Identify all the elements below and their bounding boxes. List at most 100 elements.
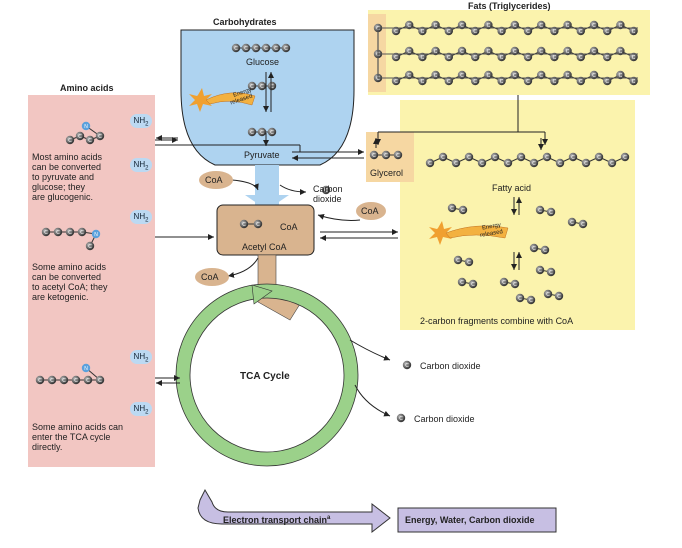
carbon-atom-symbol: C (493, 155, 497, 161)
carbon-atom (523, 26, 533, 36)
glycerol-label: Glycerol (370, 168, 404, 178)
carbon-atom-symbol: C (538, 208, 542, 214)
carbon-atom (484, 20, 493, 30)
amino-group-label: NH2 (130, 210, 152, 224)
carbon-atom-symbol: C (394, 29, 398, 35)
carbon-atom-symbol: C (549, 210, 553, 216)
carbon-atom-symbol: C (434, 49, 438, 55)
carbon-atom-symbol: C (396, 153, 400, 159)
carbon-atom-symbol: C (579, 79, 583, 85)
carbon-atom-symbol: C (473, 55, 477, 61)
carbon-atom (261, 43, 271, 53)
carbon-atom (567, 217, 577, 227)
carbon-atom-symbol: C (407, 73, 411, 79)
carbon-atom (629, 52, 638, 62)
energy-burst-icon (189, 88, 256, 112)
carbon-atom (581, 158, 591, 168)
carbon-atom-symbol: C (460, 280, 464, 286)
carbon-atom (267, 127, 277, 137)
carbon-atom-symbol: C (592, 23, 596, 29)
carbon-atom (563, 46, 572, 56)
carbon-atom (620, 152, 630, 162)
tca-entry-line1: Some amino acids can (32, 422, 124, 432)
carbon-atom-symbol: C (254, 46, 258, 52)
carbon-atom-symbol: C (434, 23, 438, 29)
carbon-atom (616, 70, 625, 80)
carbon-atom (444, 26, 453, 36)
carbon-atom-symbol: C (460, 73, 464, 79)
carbon-atom-symbol: C (260, 130, 264, 136)
carbon-atom (418, 76, 427, 86)
amino-group-label: NH2 (130, 402, 152, 416)
carbon-atom (594, 152, 604, 162)
carbon-atom (568, 152, 578, 162)
carbon-atom (241, 43, 251, 53)
co2-tca-label-2: Carbon dioxide (414, 414, 475, 424)
carbon-atom-symbol: C (571, 155, 575, 161)
carbon-atom (405, 20, 414, 30)
carbon-atom (471, 76, 480, 86)
carbon-atom-symbol: C (500, 55, 504, 61)
carbon-atom-symbol: C (44, 230, 48, 236)
carbon-atom (603, 52, 612, 62)
final-products-label: Energy, Water, Carbon dioxide (405, 515, 535, 525)
coa-oval-fat (356, 202, 386, 220)
electron-transport-label: Electron transport chaina (223, 515, 331, 525)
carbon-atom (503, 158, 513, 168)
carbon-atom (391, 52, 401, 62)
carbon-atom-symbol: C (467, 260, 471, 266)
carbon-atom-symbol: C (460, 23, 464, 29)
pyruvate-label: Pyruvate (244, 150, 280, 160)
carbon-atom (546, 267, 556, 277)
carbon-atom-symbol: C (473, 79, 477, 85)
carbon-atom (629, 76, 638, 86)
carbon-atom (516, 152, 526, 162)
carbon-atom-symbol: C (86, 378, 90, 384)
carbon-atom (447, 203, 457, 213)
carbon-atom (563, 70, 572, 80)
carbon-atom-symbol: C (513, 282, 517, 288)
carbon-atom-symbol: C (407, 49, 411, 55)
amino-group-label: NH2 (130, 350, 152, 364)
carbon-atom (438, 152, 448, 162)
carbon-atom (576, 26, 585, 36)
carbon-atom-symbol: C (566, 49, 570, 55)
carbon-atom-symbol: C (98, 378, 102, 384)
carbon-atom-symbol: C (557, 294, 561, 300)
carbon-atom (77, 227, 87, 237)
carbon-atom (589, 46, 599, 56)
fragments-label: 2-carbon fragments combine with CoA (420, 316, 574, 326)
pyruvate-shaft-arrow (245, 195, 289, 210)
carbon-atom (47, 375, 57, 385)
carbon-atom (369, 150, 379, 160)
carbon-atom (537, 70, 546, 80)
carbon-atom-symbol: C (434, 73, 438, 79)
carbon-atom-symbol: C (570, 220, 574, 226)
carbon-atom-symbol: C (250, 84, 254, 90)
co2-carbon-atom (402, 360, 412, 370)
carbon-atom (71, 375, 81, 385)
tca-cycle-label: TCA Cycle (240, 371, 290, 382)
glucogenic-line2: can be converted (32, 162, 102, 172)
carbon-atom-symbol: C (68, 138, 72, 144)
carbon-atom (231, 43, 241, 53)
carbon-atom-symbol: C (372, 153, 376, 159)
carbon-atom-symbol: C (526, 55, 530, 61)
carbon-atom (484, 46, 493, 56)
carbon-atom-symbol: C (610, 161, 614, 167)
carbon-atom (616, 20, 625, 30)
co2-carbon-atom (321, 185, 331, 195)
carbon-atom-symbol: C (605, 79, 609, 85)
carbon-atom-symbol: C (78, 134, 82, 140)
carbon-atom (65, 227, 75, 237)
carbon-atom (490, 152, 500, 162)
carbon-atom (444, 76, 453, 86)
carbon-atom-symbol: C (605, 29, 609, 35)
glucogenic-line1: Most amino acids (32, 152, 103, 162)
carbon-atom-symbol: C (619, 49, 623, 55)
amino-acids-heading: Amino acids (60, 83, 114, 93)
carbon-atom-symbol: C (500, 79, 504, 85)
carbon-atom-symbol: C (456, 258, 460, 264)
